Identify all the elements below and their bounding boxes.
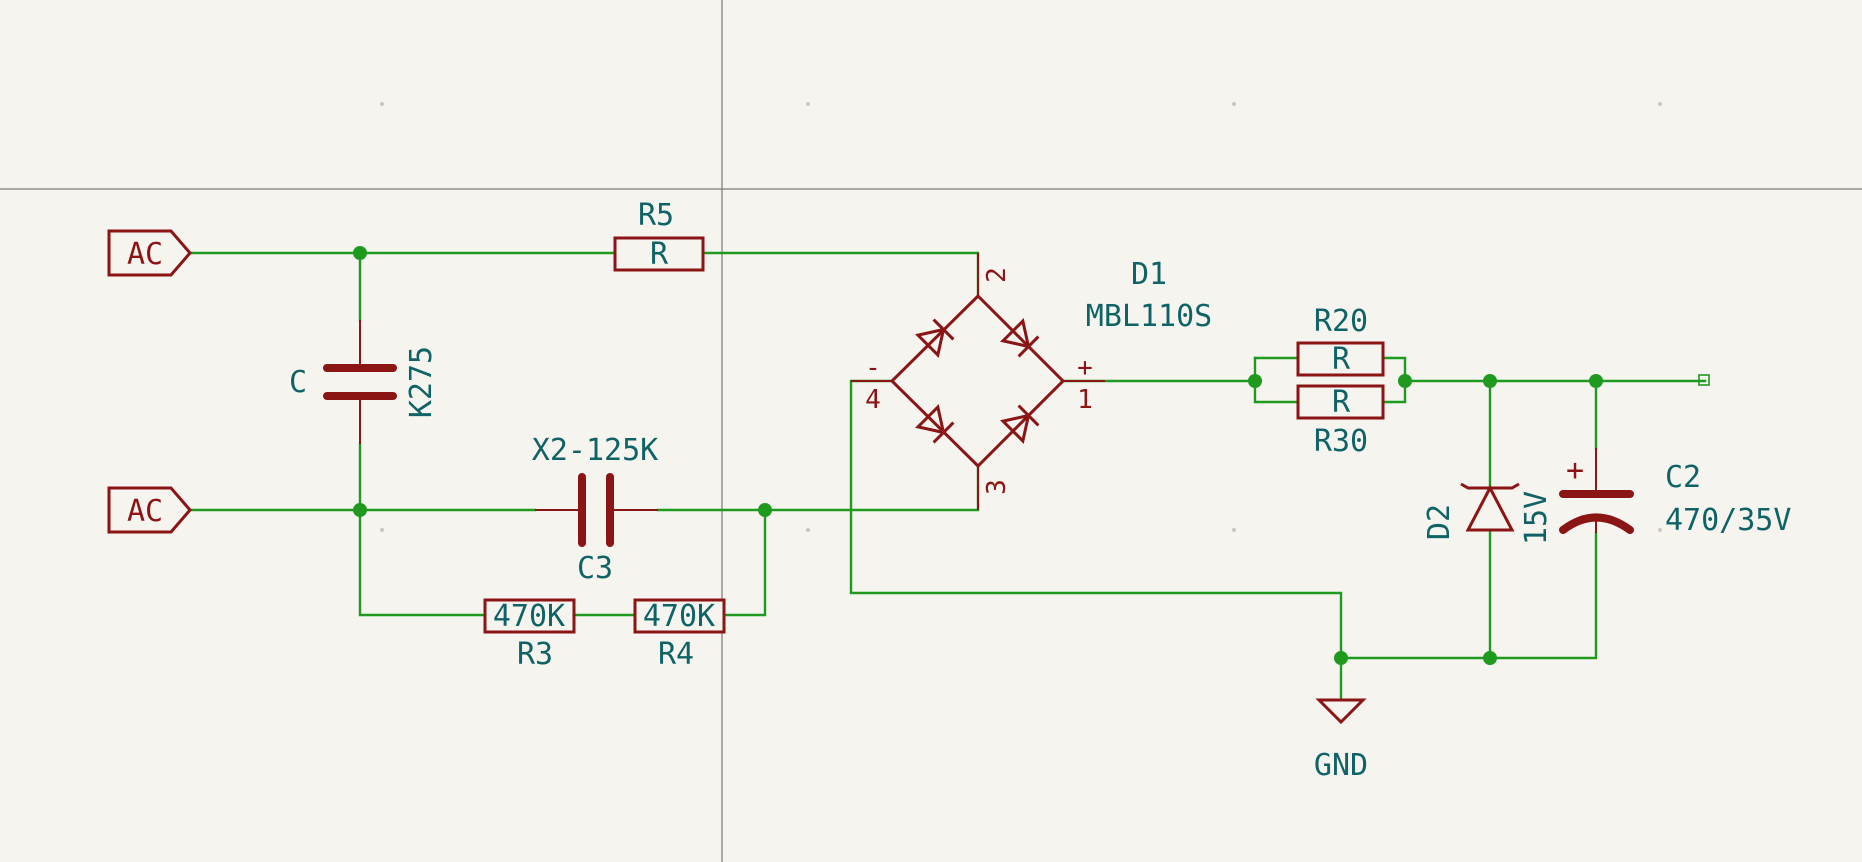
junction-dot xyxy=(1398,374,1412,388)
r3-ref: R3 xyxy=(517,637,553,672)
ac-label-top[interactable]: AC xyxy=(107,229,192,277)
d1-diamond xyxy=(889,293,1066,469)
gnd-label: GND xyxy=(1314,748,1368,783)
c2-value: 470/35V xyxy=(1665,503,1791,538)
wire-r5-to-bridge[interactable] xyxy=(701,251,980,298)
bridge-rectifier-d1[interactable]: 2 3 1 4 + - D1 MBL110S xyxy=(851,253,1212,510)
d1-diode-top-left xyxy=(915,318,955,358)
d1-ref: D1 xyxy=(1131,257,1167,292)
wire-c3-right[interactable] xyxy=(656,464,980,512)
resistor-r20[interactable]: R R20 xyxy=(1296,304,1385,377)
c-value: K275 xyxy=(404,346,439,418)
wire-bridge-minus[interactable] xyxy=(849,379,1343,660)
c3-ref: C3 xyxy=(577,551,613,586)
c2-plate-curved xyxy=(1559,513,1634,534)
capacitor-c3[interactable]: X2-125K C3 xyxy=(532,433,658,586)
grid-dots xyxy=(380,102,1662,532)
r3-value: 470K xyxy=(493,599,565,634)
resistor-r3[interactable]: 470K R3 xyxy=(483,598,576,672)
r5-body xyxy=(613,236,705,272)
r30-body xyxy=(1296,384,1385,420)
r4-ref: R4 xyxy=(658,637,694,672)
d1-pin-3: 3 xyxy=(982,479,1012,495)
r30-ref: R30 xyxy=(1314,424,1368,459)
junction-dot xyxy=(1248,374,1262,388)
gnd-symbol[interactable]: GND xyxy=(1314,698,1368,783)
junction-dot xyxy=(1483,374,1497,388)
d1-pin-4: 4 xyxy=(865,385,881,415)
resistor-r4[interactable]: 470K R4 xyxy=(633,598,726,672)
ac-label-bottom-text: AC xyxy=(127,494,163,529)
junction-dot xyxy=(1483,651,1497,665)
c3-value: X2-125K xyxy=(532,433,658,468)
r4-value: 470K xyxy=(643,599,715,634)
wire-gnd-bus[interactable] xyxy=(1339,531,1598,660)
wire-r4-right[interactable] xyxy=(722,508,767,617)
d2-bar xyxy=(1460,482,1520,490)
zener-diode-d2[interactable]: D2 15V xyxy=(1422,482,1554,545)
resistor-r5[interactable]: R R5 xyxy=(613,198,705,272)
ac-label-top-text: AC xyxy=(127,237,163,272)
c2-polarity: + xyxy=(1566,453,1584,488)
junctions xyxy=(353,246,1603,665)
junction-dot xyxy=(1589,374,1603,388)
c-ref: C xyxy=(289,365,307,400)
junction-dot xyxy=(758,503,772,517)
r5-ref: R5 xyxy=(638,198,674,233)
d2-triangle xyxy=(1465,484,1515,532)
c2-ref: C2 xyxy=(1665,460,1701,495)
r3-body xyxy=(483,598,576,634)
capacitor-c[interactable]: C K275 xyxy=(289,320,439,444)
capacitor-c2[interactable]: + C2 470/35V xyxy=(1559,448,1791,538)
wire-r3-left[interactable] xyxy=(358,508,487,617)
wires[interactable] xyxy=(188,251,1707,702)
r20-value: R xyxy=(1332,342,1351,377)
r30-value: R xyxy=(1332,385,1351,420)
ac-label-bottom[interactable]: AC xyxy=(107,486,192,534)
r4-body xyxy=(633,598,726,634)
d1-minus-sign: - xyxy=(865,353,881,383)
wire-r20-right[interactable] xyxy=(1381,356,1407,383)
wire-r30-left[interactable] xyxy=(1253,356,1300,404)
junction-dot xyxy=(353,246,367,260)
d1-diode-bottom-right xyxy=(1000,404,1040,444)
ac-label-bottom-outline xyxy=(107,486,192,534)
r5-value: R xyxy=(650,237,669,272)
d1-diode-bottom-left xyxy=(915,404,955,444)
d1-plus-sign: + xyxy=(1077,353,1093,383)
junction-dot xyxy=(1334,651,1348,665)
wire-end-marker[interactable] xyxy=(1698,374,1710,386)
junction-dot xyxy=(353,503,367,517)
r20-ref: R20 xyxy=(1314,304,1368,339)
ac-label-top-outline xyxy=(107,229,192,277)
r20-body xyxy=(1296,341,1385,377)
d2-value: 15V xyxy=(1519,491,1554,545)
gnd-triangle xyxy=(1315,698,1367,725)
d2-ref: D2 xyxy=(1422,504,1457,540)
d1-pin-1: 1 xyxy=(1077,385,1093,415)
d1-diode-top-right xyxy=(1000,318,1040,358)
d1-pin-2: 2 xyxy=(982,267,1012,283)
d1-value: MBL110S xyxy=(1086,299,1212,334)
resistor-r30[interactable]: R R30 xyxy=(1296,384,1385,459)
